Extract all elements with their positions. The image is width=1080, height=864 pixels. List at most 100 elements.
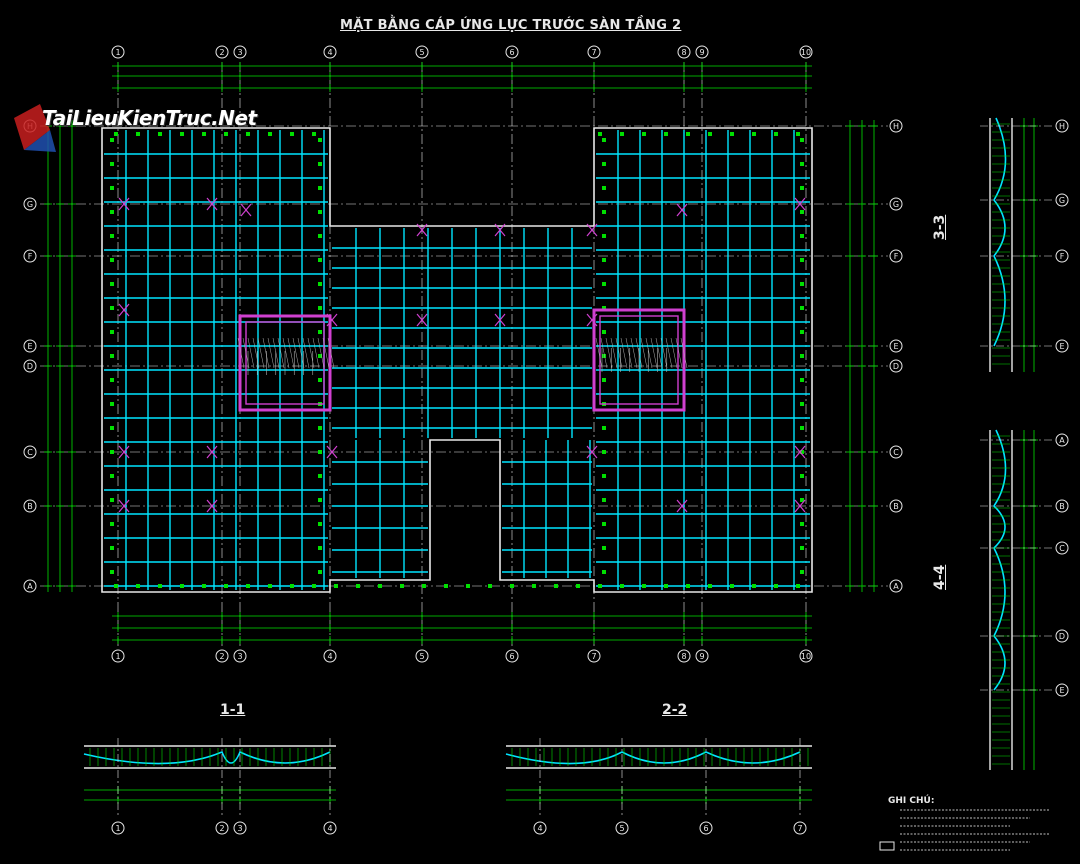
grid-row-left-A-bubble — [23, 579, 37, 593]
grid-col-bottom-10: 10 — [801, 652, 811, 661]
anchor-mark — [602, 570, 606, 574]
section-1-1-axis-label-1: 1 — [115, 824, 120, 833]
anchor-mark — [110, 426, 114, 430]
anchor-mark — [730, 132, 734, 136]
section-4-4-axis-label-C: C — [1059, 544, 1065, 553]
anchor-mark — [318, 186, 322, 190]
wall-hatch-right — [655, 337, 663, 369]
column-mark-4 — [206, 445, 218, 459]
grid-col-top-3: 3 — [237, 48, 242, 57]
anchor-mark — [800, 426, 804, 430]
grid-row-right-H: H — [893, 122, 899, 131]
anchor-mark — [602, 378, 606, 382]
anchor-mark — [466, 584, 470, 588]
grid-col-top-1: 1 — [115, 48, 120, 57]
section-3-3-axis-label-H: H — [1059, 122, 1065, 131]
anchor-mark — [642, 584, 646, 588]
anchor-mark — [268, 584, 272, 588]
anchor-mark — [602, 186, 606, 190]
anchor-mark — [202, 132, 206, 136]
section-3-3-axis-label-E: E — [1059, 342, 1064, 351]
anchor-mark — [510, 584, 514, 588]
grid-col-top-6: 6 — [509, 48, 514, 57]
grid-col-top-5-bubble — [415, 45, 429, 59]
section-1-1-axis-label-2: 2 — [219, 824, 224, 833]
anchor-mark — [318, 306, 322, 310]
grid-col-top-9-bubble — [695, 45, 709, 59]
wall-hatch-right — [670, 337, 678, 369]
wall-hatch-left — [272, 337, 280, 369]
watermark-logo-icon — [14, 104, 56, 152]
section-4-4-axis-label-E-bubble — [1055, 683, 1069, 697]
anchor-mark — [800, 450, 804, 454]
wall-hatch-right — [635, 337, 643, 369]
wall-hatch-right — [595, 337, 603, 369]
grid-row-right-A-bubble — [889, 579, 903, 593]
anchor-mark — [110, 210, 114, 214]
drawing-title: MẶT BẰNG CÁP ỨNG LỰC TRƯỚC SÀN TẦNG 2 — [340, 18, 682, 33]
grid-row-left-C-bubble — [23, 445, 37, 459]
anchor-mark — [110, 570, 114, 574]
anchor-mark — [800, 378, 804, 382]
anchor-mark — [752, 584, 756, 588]
column-mark-1 — [206, 197, 218, 211]
anchor-mark — [318, 282, 322, 286]
grid-row-left-A: A — [27, 582, 33, 591]
grid-row-right-D-bubble — [889, 359, 903, 373]
grid-col-top-10: 10 — [801, 48, 811, 57]
anchor-mark — [602, 210, 606, 214]
wall-hatch-left — [292, 337, 300, 369]
section-2-2 — [505, 738, 812, 818]
section-2-2-axis-label-6: 6 — [703, 824, 708, 833]
wall-hatch-left — [312, 337, 320, 369]
column-mark-10 — [494, 313, 506, 327]
anchor-mark — [110, 522, 114, 526]
anchor-mark — [110, 258, 114, 262]
anchor-mark — [800, 522, 804, 526]
anchor-mark — [602, 546, 606, 550]
section-1-1-axis-label-4-bubble — [323, 821, 337, 835]
anchor-mark — [602, 426, 606, 430]
section-4-4-axis-label-B: B — [1059, 502, 1065, 511]
wall-hatch-left — [307, 337, 315, 369]
anchor-mark — [752, 132, 756, 136]
anchor-mark — [136, 584, 140, 588]
section-2-2-axis-label-4: 4 — [537, 824, 542, 833]
wall-hatch-left — [327, 337, 335, 369]
anchor-mark — [554, 584, 558, 588]
section-1-1-axis-label-4: 4 — [327, 824, 332, 833]
stair-core-right-inner — [599, 315, 679, 405]
anchor-mark — [602, 498, 606, 502]
anchor-mark — [318, 426, 322, 430]
grid-col-bottom-1: 1 — [115, 652, 120, 661]
grid-col-bottom-7-bubble — [587, 649, 601, 663]
section-1-1-axis-label-1-bubble — [111, 821, 125, 835]
anchor-mark — [602, 306, 606, 310]
legend-symbol — [879, 841, 895, 851]
anchor-mark — [602, 450, 606, 454]
anchor-mark — [114, 584, 118, 588]
column-mark-14 — [794, 445, 806, 459]
section-label-4-4: 4-4 — [932, 564, 948, 590]
section-label-1-1: 1-1 — [220, 702, 246, 718]
column-mark-8 — [326, 313, 338, 327]
anchor-mark — [800, 186, 804, 190]
anchor-mark — [800, 546, 804, 550]
anchor-mark — [136, 132, 140, 136]
grid-col-bottom-10-bubble — [799, 649, 813, 663]
grid-col-bottom-8: 8 — [681, 652, 686, 661]
grid-row-left-C: C — [27, 448, 33, 457]
anchor-mark — [378, 584, 382, 588]
grid-col-top-7-bubble — [587, 45, 601, 59]
anchor-mark — [602, 354, 606, 358]
anchor-mark — [800, 282, 804, 286]
anchor-mark — [796, 132, 800, 136]
section-2-2-tendon-profile — [505, 751, 801, 765]
grid-col-top-2-bubble — [215, 45, 229, 59]
anchor-mark — [224, 584, 228, 588]
column-mark-0 — [118, 197, 130, 211]
anchor-mark — [800, 138, 804, 142]
grid-col-bottom-5: 5 — [419, 652, 424, 661]
anchor-mark — [800, 210, 804, 214]
